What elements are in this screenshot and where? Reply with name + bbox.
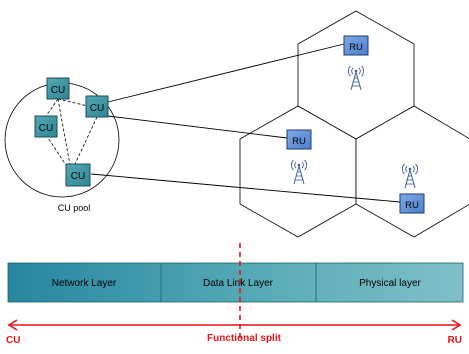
- cu-node-label: CU: [39, 123, 53, 134]
- cu-node-3: CU: [34, 115, 58, 138]
- cu-node-2: CU: [85, 95, 109, 118]
- cu-node-4: CU: [65, 163, 91, 187]
- functional-split-arrow: [7, 319, 462, 331]
- ru-label: RU: [405, 200, 419, 211]
- fronthaul-links: [90, 43, 401, 203]
- cu-node-label: CU: [90, 103, 104, 114]
- cu-node-label: CU: [71, 171, 85, 182]
- layer-bar: [7, 262, 464, 303]
- cu-node-label: CU: [51, 85, 65, 96]
- layer-physical: Physical layer: [359, 278, 421, 289]
- ru-label: RU: [349, 42, 363, 53]
- cu-pool-label: CU pool: [58, 203, 91, 213]
- layer-network: Network Layer: [52, 278, 117, 289]
- cu-mesh-links: [45, 98, 98, 166]
- split-caption: Functional split: [207, 333, 282, 344]
- layer-data-link: Data Link Layer: [203, 278, 274, 289]
- ru-unit-top: RU: [343, 35, 369, 91]
- cu-node-1: CU: [46, 77, 70, 100]
- split-right-end-label: RU: [448, 335, 462, 346]
- ru-unit-right: RU: [399, 163, 425, 214]
- cell-right: [355, 105, 469, 238]
- split-left-end-label: CU: [6, 335, 20, 346]
- ru-label: RU: [292, 136, 306, 147]
- ru-unit-left: RU: [286, 129, 312, 185]
